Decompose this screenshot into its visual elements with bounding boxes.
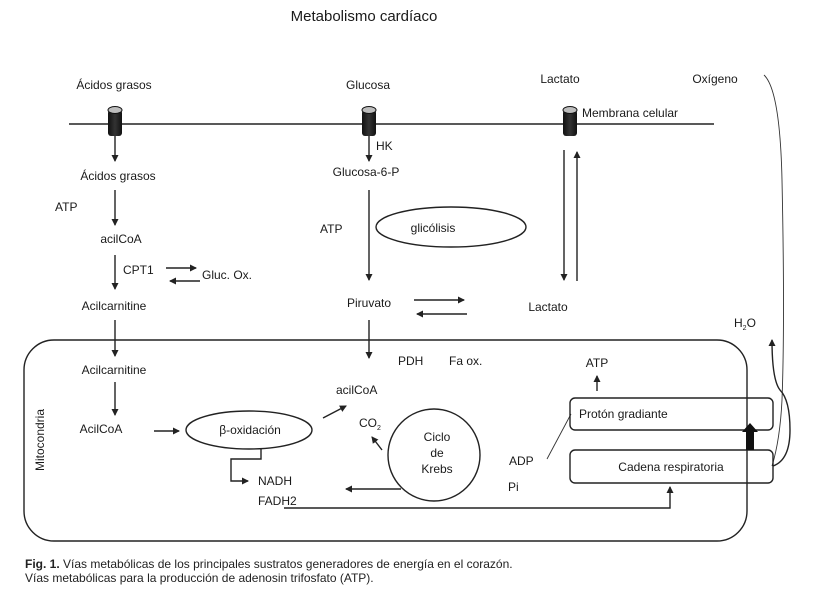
mito-pdh: PDH: [398, 354, 423, 368]
mito-proton-gradient: Protón gradiante: [579, 407, 668, 421]
source-glucose: Glucosa: [346, 78, 390, 92]
caption-text-1: Vías metabólicas de los principales sust…: [59, 557, 513, 571]
arrow-beta-ox-to-acilcoa: [322, 405, 347, 419]
fa-gluc-ox: Gluc. Ox.: [202, 268, 252, 282]
mito-adp: ADP: [509, 454, 534, 468]
thick-arrow-chain-to-gradient: [742, 423, 758, 450]
krebs-cycle-circle: [387, 408, 481, 502]
caption-fig-number: Fig. 1.: [25, 557, 60, 571]
mito-acilcarnitine: Acilcarnitine: [82, 363, 147, 377]
arrow-beta-ox-to-nadh: [230, 449, 262, 485]
mito-pi: Pi: [508, 480, 519, 494]
transporter-fatty-acids-icon: [107, 106, 123, 136]
diagram-title: Metabolismo cardíaco: [291, 8, 438, 25]
glycolysis-ellipse: [375, 206, 527, 248]
krebs-line-3: Krebs: [421, 462, 452, 476]
transporter-glucose-icon: [361, 106, 377, 136]
arrow-krebs-to-co2: [371, 436, 383, 451]
source-fatty-acids: Ácidos grasos: [76, 77, 151, 92]
krebs-line-2: de: [430, 446, 444, 460]
mito-co2: CO2: [359, 416, 381, 432]
mito-acilcoa-out: acilCoA: [336, 383, 377, 397]
figure-caption: Fig. 1. Vías metabólicas de los principa…: [25, 557, 513, 585]
oxygen-connector: [763, 74, 784, 467]
mito-fadh2: FADH2: [258, 494, 297, 508]
glu-atp: ATP: [320, 222, 342, 236]
fa-cpt1: CPT1: [123, 263, 154, 277]
membrane-label: Membrana celular: [582, 106, 678, 120]
lac-lactato: Lactato: [528, 300, 568, 314]
proton-gradient-box: [569, 397, 774, 431]
glu-hk: HK: [376, 139, 393, 153]
adp-to-gradient-connector: [546, 413, 572, 460]
mito-atp: ATP: [586, 356, 608, 370]
mito-fa-ox: Fa ox.: [449, 354, 482, 368]
transporter-lactate-icon: [562, 106, 578, 136]
source-oxygen: Oxígeno: [692, 72, 738, 86]
respiratory-chain-box: [569, 449, 774, 484]
caption-line-2: Vías metabólicas para la producción de a…: [25, 571, 374, 585]
krebs-line-1: Ciclo: [424, 430, 451, 444]
mito-respiratory-chain: Cadena respiratoria: [618, 460, 724, 474]
source-lactate: Lactato: [540, 72, 580, 86]
arrow-chain-to-water: [768, 339, 791, 467]
fa-acilcoa: acilCoA: [100, 232, 141, 246]
fa-atp: ATP: [55, 200, 77, 214]
beta-oxidation-ellipse: [185, 410, 313, 450]
mito-acilcoa: AcilCoA: [80, 422, 123, 436]
glu-piruvato: Piruvato: [347, 296, 391, 310]
arrow-fadh2-to-chain: [284, 486, 674, 509]
glu-glucosa6p: Glucosa-6-P: [333, 165, 400, 179]
fa-acidos-grasos: Ácidos grasos: [80, 168, 155, 183]
caption-line-1: Fig. 1. Vías metabólicas de los principa…: [25, 557, 513, 571]
mito-beta-oxidation: β-oxidación: [219, 423, 281, 437]
mito-label: Mitocondria: [33, 409, 47, 471]
mito-nadh: NADH: [258, 474, 292, 488]
fa-acilcarnitine: Acilcarnitine: [82, 299, 147, 313]
glu-glicolisis: glicólisis: [411, 221, 456, 235]
water-label: H2O: [734, 316, 756, 332]
